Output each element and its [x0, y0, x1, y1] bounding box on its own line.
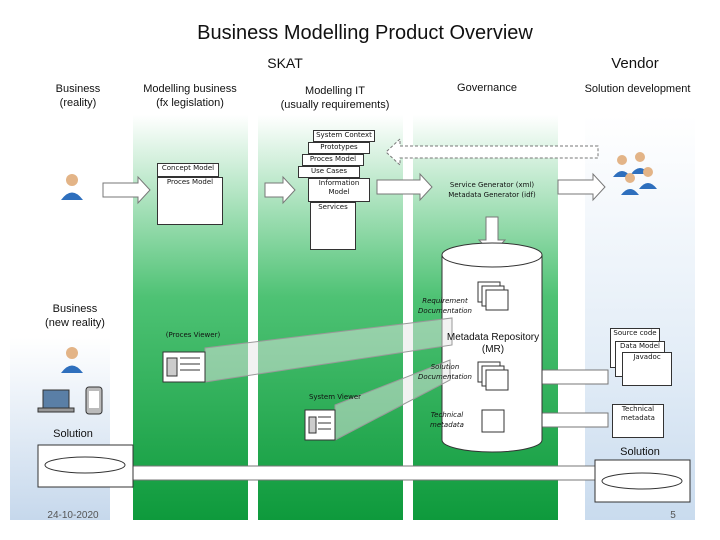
col-solution-development: Solution development — [584, 83, 691, 95]
solution-right-cylinder — [594, 459, 691, 503]
proces-model-label: Proces Model — [166, 178, 214, 186]
proces-model-doc: Proces Model — [157, 177, 223, 225]
it-doc-services: Services — [310, 202, 356, 250]
proces-viewer-thumbnail — [162, 351, 206, 383]
vendor-header: Vendor — [611, 55, 659, 72]
footer-date: 24-10-2020 — [47, 510, 99, 521]
it-doc-label: Prototypes — [320, 143, 358, 151]
technical-doc-icon — [481, 409, 505, 433]
person-icon-reality — [61, 174, 83, 200]
solution-dev-lane-bg — [585, 115, 695, 520]
arrow-solution-to-left — [117, 457, 673, 489]
it-doc-prototypes: Prototypes — [308, 142, 370, 154]
vendor-doc-javadoc: Javadoc — [622, 352, 672, 386]
business-new-reality-label: Business (new reality) — [45, 303, 105, 329]
it-doc-information-model: Information Model — [308, 178, 370, 202]
col-governance: Governance — [457, 82, 517, 94]
skat-header: SKAT — [267, 55, 303, 71]
concept-model-label: Concept Model — [161, 164, 215, 172]
col-modelling-it: Modelling IT (usually requirements) — [280, 85, 390, 111]
proces-viewer-label: (Proces Viewer) — [165, 331, 221, 339]
concept-model-doc: Concept Model — [157, 163, 219, 177]
it-doc-label: Information Model — [318, 179, 360, 196]
vendor-doc-label: Data Model — [620, 342, 660, 350]
vendor-technical-label: Technical metadata — [621, 405, 655, 422]
arrow-vendor-to-it-dashed — [385, 137, 599, 167]
it-doc-proces-model: Proces Model — [302, 154, 364, 166]
solution-right-label: Solution — [620, 446, 660, 458]
col-business-reality: Business (reality) — [55, 83, 101, 109]
service-generator-text: Service Generator (xml) Metadata Generat… — [448, 181, 536, 199]
vendor-technical-metadata: Technical metadata — [612, 404, 664, 438]
page-title: Business Modelling Product Overview — [197, 22, 533, 44]
arrow-it-to-generator — [376, 172, 433, 202]
solution-left-cylinder — [37, 444, 134, 488]
requirement-doc-stack — [477, 281, 509, 311]
technical-metadata-label: Technical metadata — [430, 411, 464, 429]
phone-icon — [85, 386, 103, 415]
requirement-documentation-label: Requirement Documentation — [418, 297, 472, 315]
arrow-model-to-it — [264, 175, 296, 205]
it-doc-label: System Context — [316, 131, 372, 139]
it-doc-use-cases: Use Cases — [298, 166, 360, 178]
it-doc-label: Use Cases — [310, 167, 348, 175]
solution-doc-stack — [477, 361, 509, 391]
laptop-icon — [37, 389, 75, 413]
arrow-business-to-model — [102, 175, 151, 205]
page-number: 5 — [670, 510, 676, 521]
vendor-doc-label: Javadoc — [633, 353, 661, 361]
solution-documentation-label: Solution Documentation — [418, 363, 472, 381]
vendor-doc-label: Source code — [613, 329, 657, 337]
system-viewer-label: System Viewer — [308, 393, 362, 401]
people-icon-vendor — [613, 152, 657, 195]
it-doc-label: Services — [318, 203, 348, 211]
repository-cylinder — [441, 242, 543, 453]
person-icon-new-reality — [61, 347, 83, 373]
solution-left-label: Solution — [53, 428, 93, 440]
it-doc-system-context: System Context — [313, 130, 375, 142]
repository-label: Metadata Repository (MR) — [446, 332, 540, 355]
col-modelling-business: Modelling business (fx legislation) — [143, 83, 237, 109]
arrow-generator-to-vendor — [557, 172, 606, 202]
system-viewer-thumbnail — [304, 409, 336, 441]
it-doc-label: Proces Model — [309, 155, 357, 163]
